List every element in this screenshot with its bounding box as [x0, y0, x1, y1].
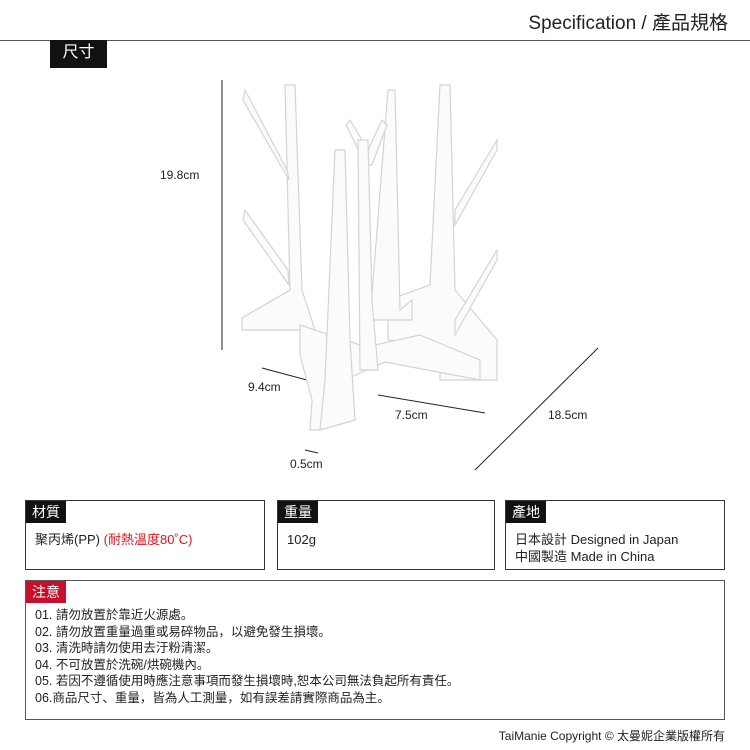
product-diagram	[221, 80, 599, 471]
list-item: 02. 請勿放置重量過重或易碎物品，以避免發生損壞。	[35, 624, 331, 639]
page-title: Specification / 產品規格	[528, 13, 728, 34]
thickness-dimension: 0.5cm	[290, 457, 323, 471]
list-item: 05. 若因不遵循使用時應注意事項而發生損壞時,恕本公司無法負起所有責任。	[35, 674, 460, 688]
width-dimension: 9.4cm	[248, 380, 281, 394]
material-label: 材質	[26, 501, 66, 523]
size-section-label: 尺寸	[50, 40, 107, 68]
list-item: 06.商品尺寸、重量，皆為人工測量，如有誤差請實際商品為主。	[35, 690, 390, 705]
design-origin: 日本設計 Designed in Japan	[515, 532, 679, 547]
notes-list: 01. 請勿放置於靠近火源處。 02. 請勿放置重量過重或易碎物品，以避免發生損…	[35, 607, 459, 706]
manufacture-origin: 中國製造 Made in China	[515, 549, 655, 564]
list-item: 01. 請勿放置於靠近火源處。	[35, 608, 194, 622]
weight-value: 102g	[287, 532, 316, 547]
weight-box: 重量 102g	[277, 500, 495, 570]
divider	[0, 40, 750, 41]
dish-rack-illustration	[241, 84, 498, 431]
depth-dimension: 7.5cm	[395, 408, 428, 422]
height-dimension: 19.8cm	[160, 168, 200, 182]
origin-box: 產地 日本設計 Designed in Japan 中國製造 Made in Ch…	[505, 500, 725, 570]
material-box: 材質 聚丙烯(PP) (耐熱溫度80˚C)	[25, 500, 265, 570]
notes-label: 注意	[26, 581, 66, 603]
origin-label: 產地	[506, 501, 546, 523]
list-item: 04. 不可放置於洗碗/烘碗機內。	[35, 657, 210, 672]
material-value: 聚丙烯(PP)	[35, 532, 101, 547]
diagonal-dimension: 18.5cm	[548, 408, 588, 422]
list-item: 03. 清洗時請勿使用去汙粉清潔。	[35, 641, 219, 655]
copyright: TaiManie Copyright © 太曼妮企業版權所有	[498, 729, 725, 743]
heat-resistance-note: (耐熱溫度80˚C)	[103, 532, 193, 547]
weight-label: 重量	[278, 501, 318, 523]
notes-box: 注意 01. 請勿放置於靠近火源處。 02. 請勿放置重量過重或易碎物品，以避免…	[25, 580, 725, 720]
